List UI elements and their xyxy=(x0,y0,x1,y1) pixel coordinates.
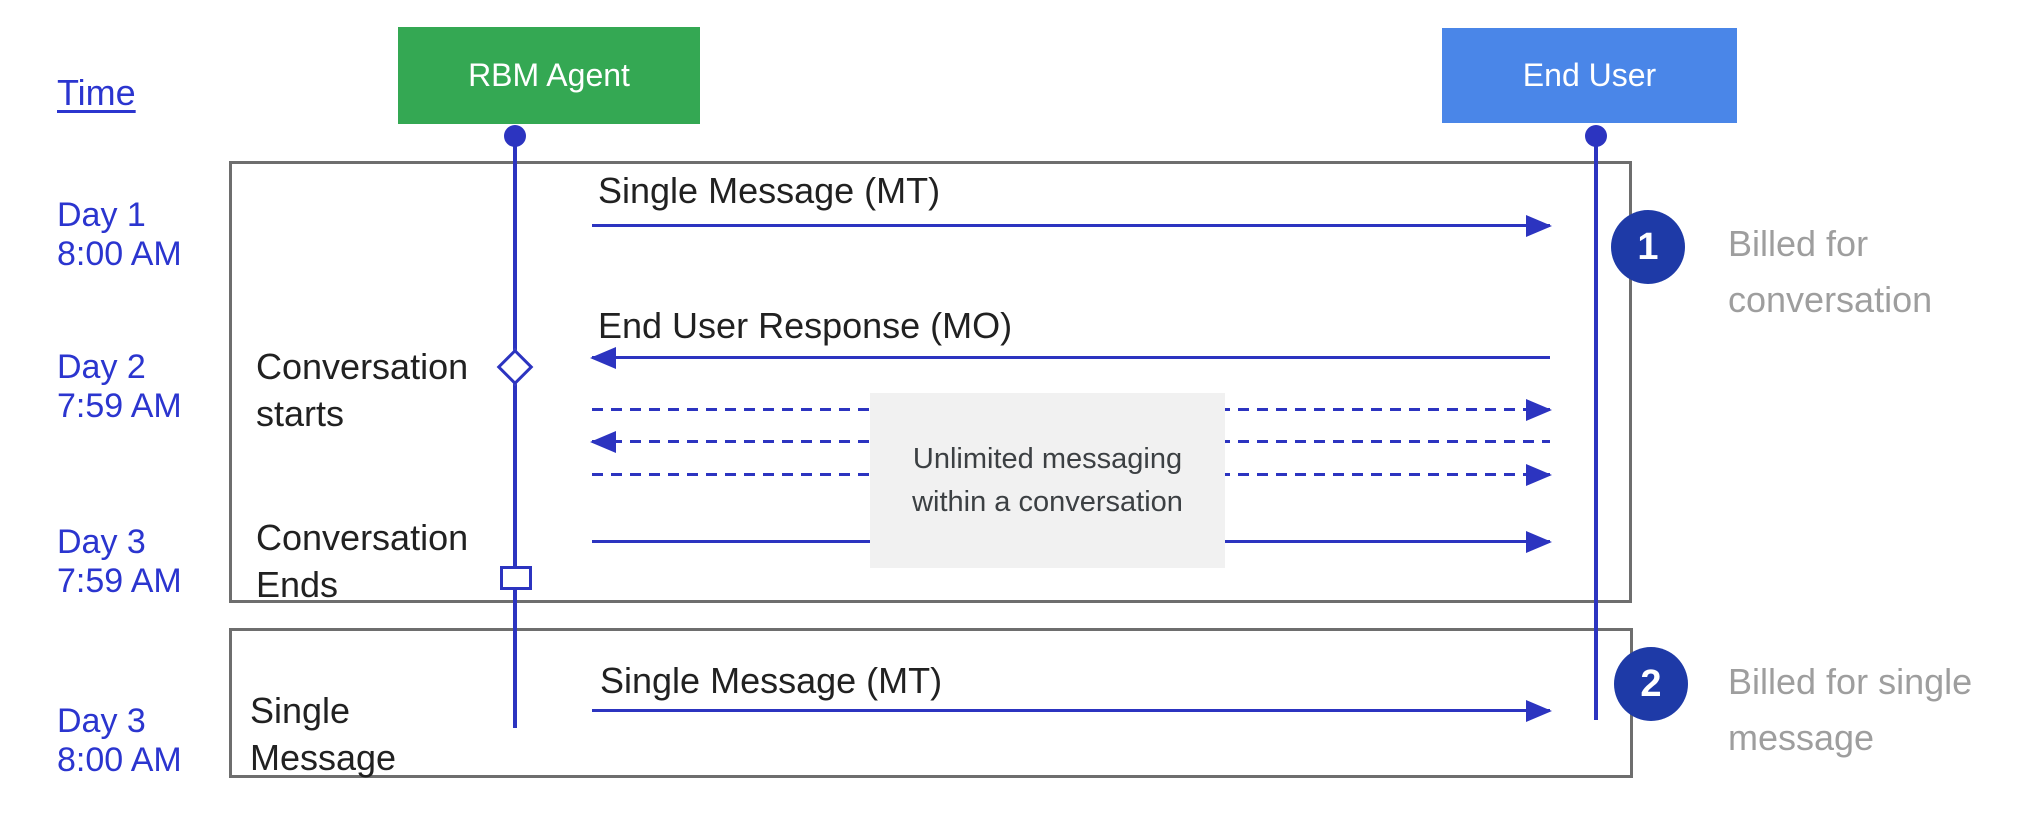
arrowhead-right-icon xyxy=(1526,699,1552,722)
arrowhead-right-icon xyxy=(1526,214,1552,237)
arrowhead-left-icon xyxy=(590,346,616,369)
actor-label-end-user: End User xyxy=(1522,57,1657,93)
conversation-ends-line1: Conversation xyxy=(256,517,469,558)
conversation-end-square-marker xyxy=(500,566,532,590)
badge-2: 2 xyxy=(1614,647,1688,721)
conversation-frame xyxy=(229,161,1632,603)
timestamp-day2-day: Day 2 xyxy=(57,348,146,386)
single-message-frame-label: Single Message xyxy=(250,688,396,782)
note-unlimited-messaging: Unlimited messaging within a conversatio… xyxy=(870,393,1225,568)
arrow-line xyxy=(592,224,1550,227)
timestamp-day3-single: Day 3 8:00 AM xyxy=(57,702,182,780)
billed-for-single-message-label: Billed for single message xyxy=(1728,654,1972,766)
timestamp-day1-day: Day 1 xyxy=(57,196,146,234)
note-line2: within a conversation xyxy=(912,485,1183,518)
arrow-line xyxy=(592,709,1550,712)
arrowhead-right-icon xyxy=(1526,530,1552,553)
actor-label-rbm-agent: RBM Agent xyxy=(468,57,630,93)
conversation-ends-line2: Ends xyxy=(256,563,339,605)
timestamp-day1: Day 1 8:00 AM xyxy=(57,196,182,274)
conversation-starts-label: Conversation starts xyxy=(256,344,468,438)
single-message-frame-label-line1: Single xyxy=(250,690,351,731)
message-label-single-message-mt-2: Single Message (MT) xyxy=(600,660,943,701)
timestamp-day2: Day 2 7:59 AM xyxy=(57,348,182,426)
message-arrow-end-user-response-mo xyxy=(590,346,1550,369)
billed-conversation-line2: conversation xyxy=(1728,278,1933,320)
billed-single-line1: Billed for single xyxy=(1728,661,1973,702)
single-message-frame-label-line2: Message xyxy=(250,736,397,778)
billed-single-line2: message xyxy=(1728,716,1875,758)
timestamp-day3-end: Day 3 7:59 AM xyxy=(57,523,182,601)
arrowhead-left-icon xyxy=(590,430,616,453)
conversation-starts-line1: Conversation xyxy=(256,346,469,387)
actor-box-rbm-agent: RBM Agent xyxy=(398,27,700,124)
actor-box-end-user: End User xyxy=(1442,28,1737,123)
time-axis-label: Time xyxy=(57,72,136,113)
timestamp-day3-single-time: 8:00 AM xyxy=(57,741,182,780)
timestamp-day2-time: 7:59 AM xyxy=(57,387,182,426)
arrow-line xyxy=(592,356,1550,359)
timestamp-day3-single-day: Day 3 xyxy=(57,702,146,740)
badge-1-number: 1 xyxy=(1637,225,1659,268)
single-message-frame xyxy=(229,628,1633,778)
arrowhead-right-icon xyxy=(1526,398,1552,421)
message-label-end-user-response-mo: End User Response (MO) xyxy=(598,305,1013,346)
billed-conversation-line1: Billed for xyxy=(1728,223,1869,264)
agent-lifeline xyxy=(513,136,517,728)
note-line1: Unlimited messaging xyxy=(912,443,1183,476)
badge-1: 1 xyxy=(1611,210,1685,284)
message-arrow-single-message-mt-2 xyxy=(592,699,1552,722)
end-user-lifeline xyxy=(1594,136,1598,720)
timestamp-day1-time: 8:00 AM xyxy=(57,235,182,274)
timestamp-day3-end-day: Day 3 xyxy=(57,523,146,561)
timestamp-day3-end-time: 7:59 AM xyxy=(57,562,182,601)
badge-2-number: 2 xyxy=(1640,662,1662,705)
billed-for-conversation-label: Billed for conversation xyxy=(1728,216,1932,328)
arrowhead-right-icon xyxy=(1526,463,1552,486)
conversation-starts-line2: starts xyxy=(256,392,345,434)
message-label-single-message-mt: Single Message (MT) xyxy=(598,170,941,211)
message-arrow-single-message-mt xyxy=(592,214,1552,237)
conversation-ends-label: Conversation Ends xyxy=(256,515,468,609)
